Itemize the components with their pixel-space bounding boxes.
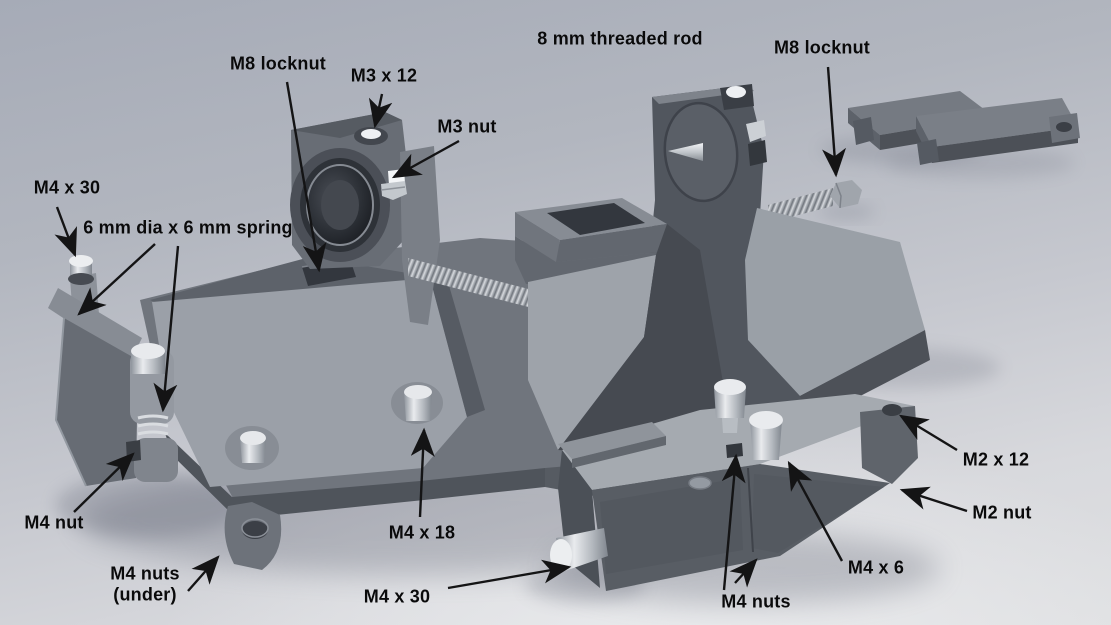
clamp-arm (48, 255, 178, 487)
callout-arrow-m4-nuts-lower (721, 453, 746, 591)
callout-arrow-m4-x-6 (787, 460, 844, 562)
slide-block (550, 379, 918, 591)
callout-arrow-m3-nut (391, 139, 460, 179)
label-m3-x-12: M3 x 12 (350, 65, 418, 86)
label-m2-nut: M2 nut (972, 502, 1032, 523)
callout-arrow-m2-x-12 (898, 414, 958, 452)
callout-arrow-m4-nuts-under (187, 555, 220, 592)
label-m8-locknut-left: M8 locknut (229, 53, 327, 74)
m4-nut-pocket (726, 443, 743, 458)
callout-arrow-m8-locknut-right (822, 66, 847, 178)
callout-arrow-m4-x-18 (410, 427, 435, 518)
lug-hole (1056, 122, 1072, 132)
pillow-block (290, 112, 440, 325)
label-m4-nuts-lower: M4 nuts (721, 591, 791, 612)
label-m4-x-6: M4 x 6 (847, 557, 905, 578)
m3x12-screw (361, 129, 381, 139)
callout-arrow-m4-x-30-lower (447, 559, 572, 590)
hinge-lower (134, 438, 178, 482)
slide-rail (558, 422, 666, 459)
center-wedge-block (515, 198, 733, 456)
label-threaded-rod-8mm: 8 mm threaded rod (537, 28, 703, 49)
label-m3-nut: M3 nut (437, 116, 497, 137)
label-m4-x-18: M4 x 18 (388, 522, 456, 543)
m3x12-screw-right (726, 86, 746, 98)
jaw-plate-front (916, 98, 1080, 165)
label-m4-x-30-upper: M4 x 30 (33, 177, 101, 198)
label-m4-nut: M4 nut (24, 512, 84, 533)
threaded-rod-right (768, 188, 833, 223)
left-ramp-plate (150, 257, 485, 487)
jaw-tab (917, 139, 939, 165)
callout-arrow-spring-6mm (153, 245, 180, 413)
jaw-tab (853, 117, 874, 145)
callout-arrow-spring-6mm (77, 243, 156, 316)
m4x6-thumb-pin (714, 379, 746, 433)
threaded-rod-left (408, 258, 552, 313)
callout-arrow-m3-x-12 (368, 93, 393, 129)
m4x6-pin-b (749, 411, 783, 460)
jaw-plate-pair (848, 91, 1080, 165)
countersink (688, 476, 712, 490)
m3-bolt-head (381, 181, 407, 200)
callout-arrow-m8-locknut-left (285, 81, 327, 273)
right-ramp (745, 208, 925, 396)
callout-arrow-m4-nuts-lower (729, 558, 758, 588)
top-slot (547, 203, 645, 235)
callout-arrow-m2-nut (899, 486, 968, 513)
m2x12-hole (882, 404, 902, 416)
label-m2-x-12: M2 x 12 (962, 449, 1030, 470)
center-point (668, 143, 703, 161)
callout-arrows (54, 66, 968, 592)
label-m8-locknut-right: M8 locknut (773, 37, 871, 58)
m4x18-screw (404, 385, 432, 421)
m4-screw-front (240, 431, 266, 463)
m8-locknut-part (830, 180, 862, 208)
arm-plate (56, 318, 138, 486)
callout-arrow-m4-x-30-upper (54, 206, 77, 258)
arm-bar (48, 288, 142, 362)
label-m4-nuts-under: M4 nuts (under) (110, 563, 180, 604)
spring-part (137, 414, 169, 436)
base-ear-front-hole (242, 521, 268, 539)
m3-bolt-right (746, 120, 766, 142)
label-spring-6mm: 6 mm dia x 6 mm spring (83, 217, 293, 238)
callout-arrow-m4-nut (73, 452, 135, 513)
m4x30-pin-upper (68, 255, 94, 285)
label-m4-x-30-lower: M4 x 30 (363, 586, 431, 607)
hinge-pin (131, 343, 165, 374)
